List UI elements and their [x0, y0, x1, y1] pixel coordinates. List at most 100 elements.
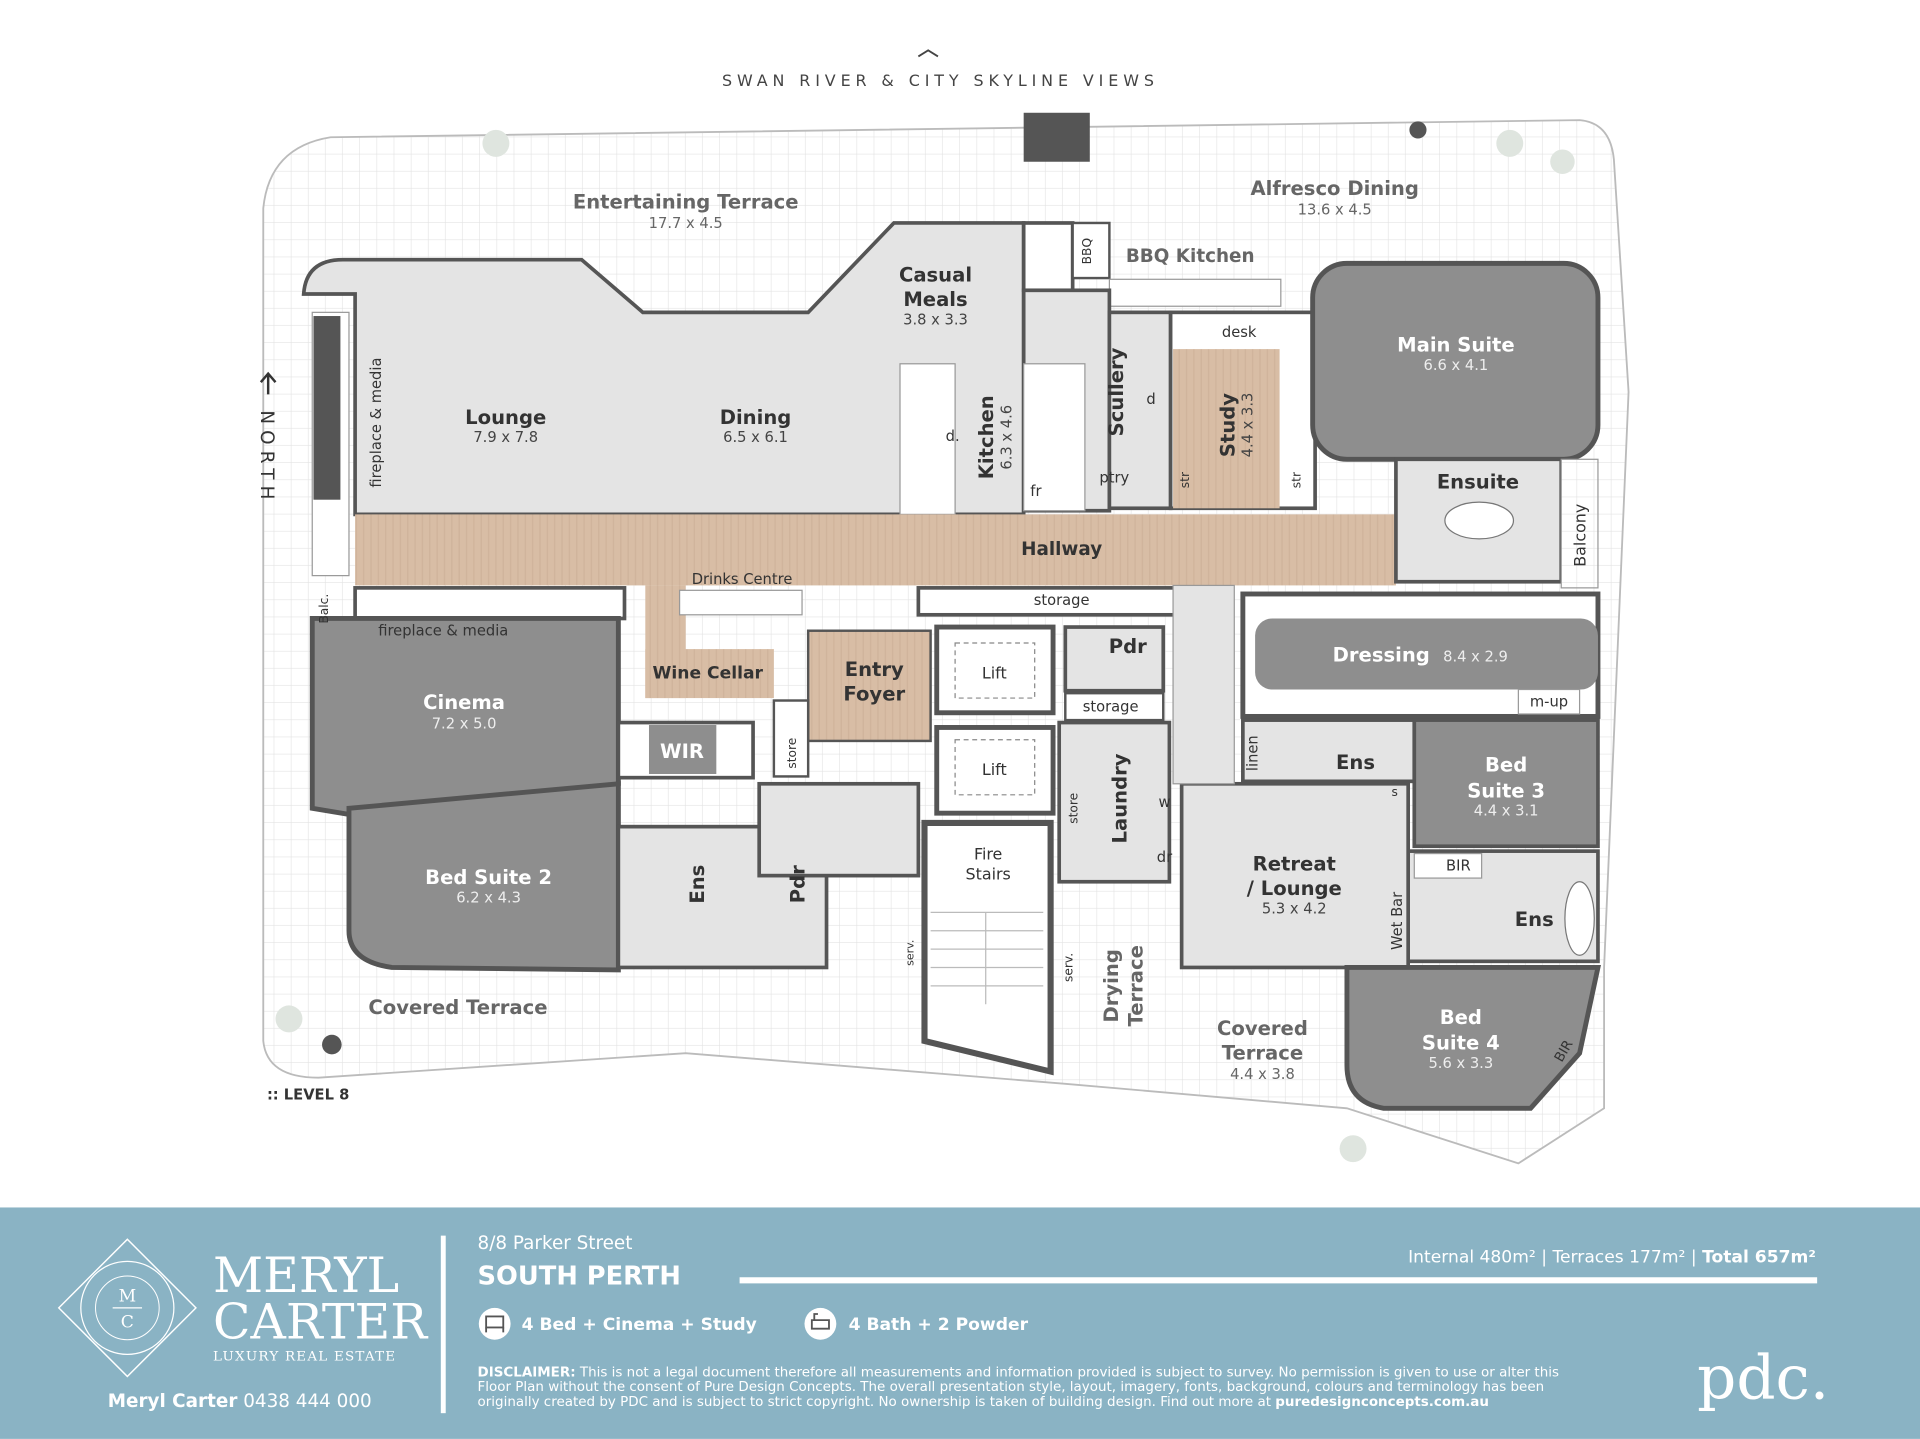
wet-bar-label: Wet Bar	[1389, 891, 1406, 950]
footer-bar	[0, 1207, 1920, 1439]
level-label: :: LEVEL 8	[267, 1087, 349, 1104]
balc-label: Balc.	[317, 594, 331, 624]
scullery-label: Scullery	[1105, 347, 1128, 436]
bed-suite-2-label: Bed Suite 2	[425, 866, 552, 889]
cinema-dims: 7.2 x 5.0	[432, 716, 497, 733]
svg-text:Floor Plan without the consent: Floor Plan without the consent of Pure D…	[478, 1380, 1545, 1395]
washer-label: w	[1158, 794, 1170, 811]
entertaining-terrace-label: Entertaining Terrace	[573, 190, 799, 213]
bed-suite-4-dims: 5.6 x 3.3	[1428, 1055, 1493, 1072]
lift-2-label: Lift	[982, 760, 1007, 779]
dining-dims: 6.5 x 6.1	[723, 429, 788, 446]
ensuite-label: Ensuite	[1437, 471, 1519, 494]
ens-2-label: Ens	[686, 865, 709, 904]
bed-suite-3-label: Bed	[1485, 754, 1527, 777]
wir-label: WIR	[660, 740, 704, 763]
laundry-floor	[1057, 720, 1172, 884]
store-label: store	[785, 738, 799, 769]
balcony-label: Balcony	[1571, 504, 1590, 567]
meryl-carter-logo: M C MERYL CARTER LUXURY REAL ESTATE	[57, 1238, 429, 1378]
logo-emblem	[57, 1238, 197, 1378]
svg-text:LUXURY REAL ESTATE: LUXURY REAL ESTATE	[213, 1350, 396, 1365]
fireplace-media-label: fireplace & media	[368, 358, 385, 488]
north-label: NORTH	[256, 410, 277, 505]
makeup-label: m-up	[1530, 694, 1568, 711]
entry-foyer-label: Entry	[845, 658, 904, 681]
pdc-logo: pdc.	[1697, 1342, 1829, 1413]
suburb: SOUTH PERTH	[478, 1262, 681, 1292]
column	[322, 1034, 342, 1055]
svg-text:CARTER: CARTER	[213, 1293, 429, 1350]
svg-text:originally created by PDC and: originally created by PDC and is subject…	[478, 1395, 1489, 1410]
svg-text:MERYL: MERYL	[213, 1247, 399, 1304]
covered-terrace-right-label: Terrace	[1222, 1041, 1303, 1064]
lift-1-label: Lift	[982, 663, 1007, 682]
bbq-label: BBQ	[1080, 238, 1094, 264]
bed-suite-2-floor	[346, 781, 621, 973]
main-suite-label: Main Suite	[1397, 334, 1515, 357]
bbq-kitchen-label: BBQ Kitchen	[1126, 246, 1255, 267]
wir-floor	[648, 725, 717, 774]
drinks-centre-label: Drinks Centre	[692, 571, 793, 588]
study-floor	[1173, 349, 1280, 509]
retreat-label: Retreat	[1253, 853, 1336, 876]
linen-label: linen	[1245, 735, 1262, 771]
storage-label: storage	[1083, 699, 1139, 716]
store-label: store	[1067, 793, 1081, 824]
dressing-dims: 8.4 x 2.9	[1443, 648, 1508, 665]
north-arrow-icon	[259, 371, 277, 395]
bed-suite-4-label: Bed	[1440, 1006, 1482, 1029]
dressing-label: Dressing	[1333, 643, 1430, 666]
column	[1409, 121, 1427, 139]
retreat-dims: 5.3 x 4.2	[1262, 901, 1327, 918]
footer-divider	[440, 1235, 446, 1414]
fire-stairs-label: Stairs	[965, 864, 1010, 883]
drying-terrace-label: Terrace	[1124, 945, 1147, 1026]
cinema-label: Cinema	[423, 691, 505, 714]
bir-label: BIR	[1446, 858, 1471, 875]
dishwasher-label: d.	[946, 428, 960, 445]
covered-terrace-right-dims: 4.4 x 3.8	[1230, 1066, 1295, 1083]
agent-phone[interactable]: 0438 444 000	[243, 1391, 371, 1412]
bed-suite-2-dims: 6.2 x 4.3	[456, 890, 521, 907]
wine-cellar-label: Wine Cellar	[653, 663, 764, 683]
lounge-dims: 7.9 x 7.8	[473, 429, 538, 446]
svg-text:DISCLAIMER: This is not a lega: DISCLAIMER: This is not a legal document…	[478, 1365, 1559, 1380]
storage-label: str	[1178, 471, 1192, 488]
fridge-label: fr	[1030, 483, 1042, 500]
chevron-up-icon	[917, 49, 939, 58]
svg-text:M: M	[119, 1287, 137, 1307]
entry-foyer-floor	[806, 629, 932, 743]
agent-name: Meryl Carter	[108, 1391, 238, 1412]
desk-label: desk	[1222, 324, 1257, 341]
agent-contact[interactable]: Meryl Carter 0438 444 000	[108, 1391, 372, 1412]
bed-feature: 4 Bed + Cinema + Study	[522, 1315, 757, 1335]
address: 8/8 Parker Street	[478, 1233, 633, 1254]
main-suite-dims: 6.6 x 4.1	[1424, 357, 1489, 374]
svg-text:C: C	[121, 1312, 134, 1332]
dryer-label: dr	[1157, 849, 1173, 866]
study-label: Study	[1216, 393, 1239, 457]
laundry-label: Laundry	[1109, 753, 1132, 843]
s-label: s	[1392, 785, 1398, 799]
hallway-floor	[355, 514, 1396, 586]
fire-stairs-label: Fire	[974, 845, 1002, 864]
dining-label: Dining	[720, 406, 792, 429]
bath-feature: 4 Bath + 2 Powder	[849, 1315, 1029, 1335]
dishwasher-label: d	[1146, 391, 1155, 408]
fireplace-media-label: fireplace & media	[378, 623, 508, 640]
pdr-1-label: Pdr	[786, 865, 809, 903]
study-dims: 4.4 x 3.3	[1240, 393, 1257, 458]
bed-icon	[478, 1307, 511, 1340]
retreat-floor	[1179, 781, 1410, 970]
pantry-label: ptry	[1099, 470, 1129, 487]
casual-meals-dims: 3.8 x 3.3	[903, 312, 968, 329]
bed-suite-3-dims: 4.4 x 3.1	[1474, 803, 1539, 820]
pdc-link[interactable]: puredesignconcepts.com.au	[1275, 1395, 1489, 1410]
storage-label: str	[1289, 471, 1303, 488]
plant-icon	[275, 129, 1575, 1163]
title-rule	[739, 1277, 1818, 1284]
dressing-floor	[1255, 618, 1598, 690]
casual-meals-label: Meals	[903, 288, 967, 311]
